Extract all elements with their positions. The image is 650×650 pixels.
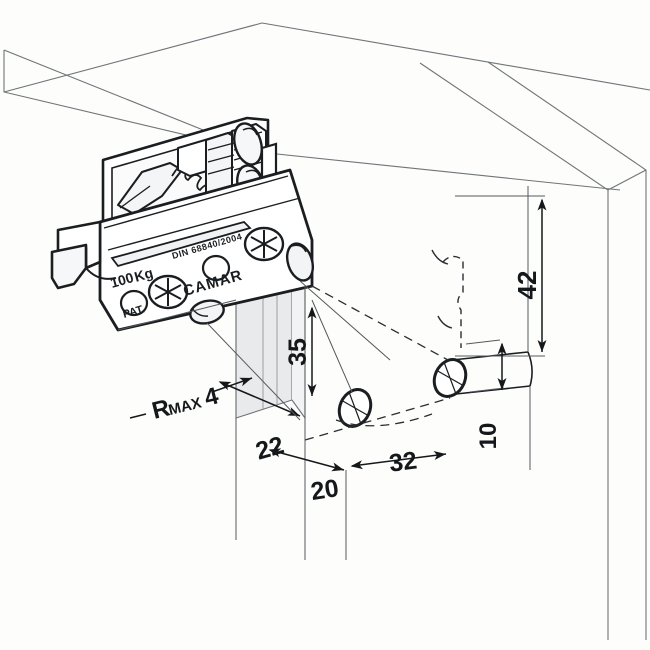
back-panel (257, 22, 650, 191)
hidden-line-hole-arc (335, 413, 433, 427)
edge-roller-right (285, 242, 315, 282)
cabinet-carcass (3, 22, 650, 640)
bore-bottom-line (455, 385, 531, 395)
patent-text: PAT. (122, 303, 147, 321)
dimension-32: 32 (350, 446, 447, 478)
leader-from-edge-roller (299, 280, 391, 361)
dim-20-label: 20 (309, 474, 341, 506)
edge-roller-right-ridge (291, 244, 307, 253)
load-rating-text: 100 (108, 269, 135, 291)
dimension-20: 20 (268, 448, 345, 506)
dim-42-label: 42 (512, 271, 542, 300)
drill-hole-front-center (340, 391, 370, 425)
dim-20-line (268, 448, 345, 472)
edge-roller-right-body (285, 242, 315, 282)
star-screw-left-cross (154, 278, 182, 306)
star-screw-right-cross (250, 230, 278, 258)
right-panel-top-chamfer (607, 169, 647, 191)
star-screw-right (243, 226, 285, 262)
hidden-lines (304, 285, 451, 441)
cam-wheel-upper (233, 122, 263, 166)
load-unit-text: Kg (132, 264, 154, 285)
edge-roller-bottom-ridge (191, 307, 209, 317)
radius-symbol: R (149, 394, 172, 424)
leader-lines (117, 280, 391, 421)
dimension-35: 35 (284, 306, 317, 396)
star-screw-left (147, 274, 189, 310)
cam-wheel-lower-ridge (245, 169, 261, 178)
dim-22-line (218, 381, 301, 417)
edge-roller-bottom (189, 299, 225, 325)
dim-10-label: 10 (475, 423, 502, 450)
drill-hole-rear-center (435, 361, 465, 395)
ext-line-10-upper (465, 339, 501, 345)
wall-hook-lower (50, 243, 88, 290)
hidden-detail-ticks (431, 249, 453, 329)
dim-32-line (350, 451, 447, 470)
extension-lines (235, 186, 545, 560)
dim-32-label: 32 (388, 446, 419, 477)
face-plate-mid-ridge (107, 197, 301, 251)
face-plate-rail-slot (110, 220, 252, 268)
leader-to-front-hole (311, 299, 353, 393)
camar-hanger-bracket (50, 116, 315, 332)
right-side-panel (419, 61, 647, 640)
hidden-hole-detail (442, 255, 464, 348)
drill-holes (337, 351, 533, 428)
leader-bracket-bottom (117, 299, 237, 331)
back-panel-top-edge (257, 151, 621, 191)
hidden-line-base-reference (304, 397, 451, 441)
drill-hole-front (337, 388, 373, 428)
plain-boss-mid (201, 254, 231, 282)
wall-hook-curve (85, 267, 117, 280)
face-plate-top-ridge (103, 175, 289, 229)
drill-hole-rear (432, 351, 533, 398)
edge-roller-bottom-body (189, 299, 225, 325)
cam-wheel-upper-ridge (242, 127, 258, 136)
cam-lever-detail (119, 185, 151, 209)
radius-leader-left (129, 413, 147, 419)
left-panel-top-back-edge (3, 22, 263, 93)
bore-end-cap (527, 351, 533, 387)
dimension-42: 42 (512, 198, 547, 352)
hidden-line-bracket-to-hole (311, 285, 449, 361)
radius-leader-right (211, 377, 253, 393)
dimension-10: 10 (475, 342, 507, 450)
plain-boss-left (119, 289, 149, 317)
back-panel-upper-edge (261, 22, 650, 91)
leader-from-bottom-roller (206, 322, 301, 421)
dim-35-label: 35 (284, 338, 312, 366)
